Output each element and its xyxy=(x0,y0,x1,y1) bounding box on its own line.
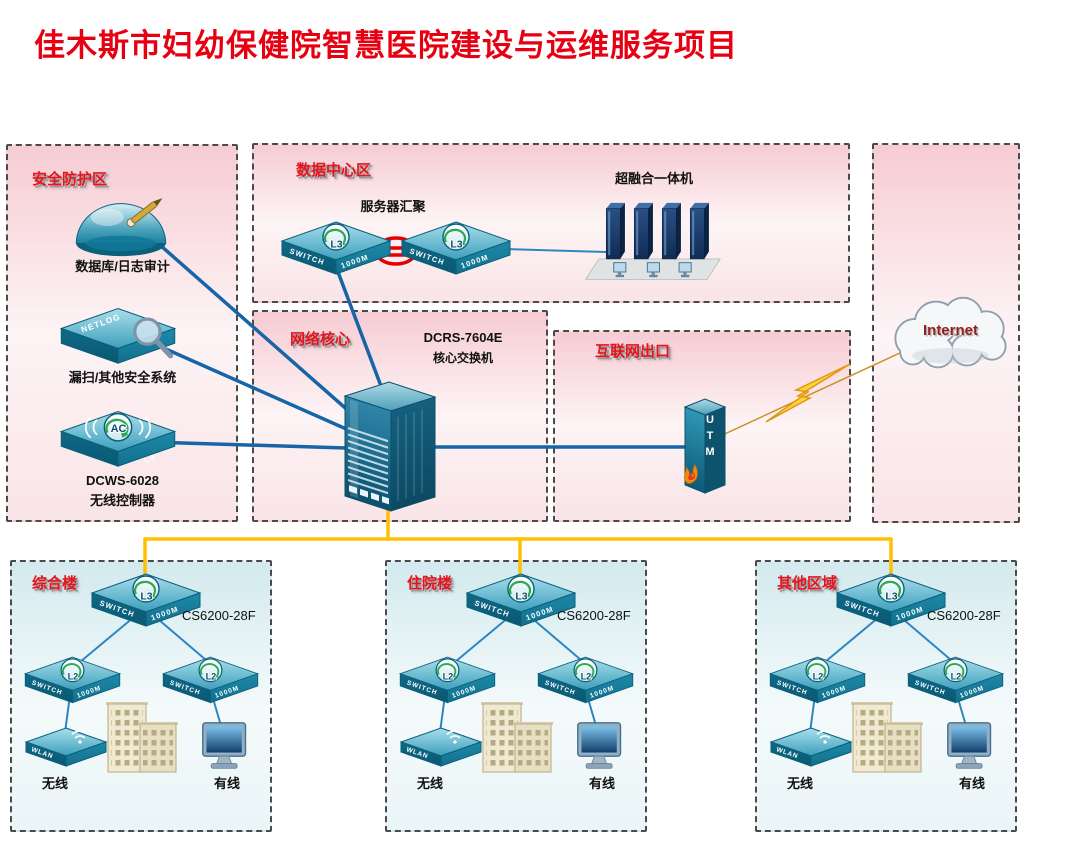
wlan-ap-icon: WLAN xyxy=(399,727,483,767)
building-access-links xyxy=(63,611,970,741)
core-switch-model: DCRS-7604E xyxy=(423,330,503,345)
switch-layer-label: L3 xyxy=(515,591,527,603)
wired-label: 有线 xyxy=(588,776,615,791)
switch-layer-label: L3 xyxy=(450,239,462,251)
l3-switch-icon: SWITCH 1000M L3 xyxy=(836,573,946,627)
wired-label: 有线 xyxy=(213,776,240,791)
switch-layer-label: L2 xyxy=(581,671,592,681)
building-icon xyxy=(481,702,553,773)
switch-layer-label: L2 xyxy=(951,671,962,681)
ac-badge-label: AC xyxy=(111,423,127,435)
zone-security-title: 安全防护区 xyxy=(32,171,108,188)
switch-layer-label: L2 xyxy=(68,671,79,681)
building-block-3: 其他区域 SWITCH 1000M L3 CS6200-28F SWITCH 1… xyxy=(755,560,1017,832)
wireless-label: 无线 xyxy=(416,776,443,791)
building-block-1: 综合楼 SWITCH 1000M L3 CS6200-28F SWITCH 10… xyxy=(10,560,272,832)
internet-cloud-icon xyxy=(894,296,1007,369)
pen-icon xyxy=(126,198,163,228)
flame-icon xyxy=(684,464,698,484)
l3-switch-icon: SWITCH 1000M L3 xyxy=(466,573,576,627)
core-switch-name: 核心交换机 xyxy=(432,351,493,365)
access-switch-model: CS6200-28F xyxy=(557,608,631,623)
l2-switch-icon: SWITCH 1000M L2 xyxy=(24,656,121,704)
internet-link-line xyxy=(715,351,903,439)
zone-datacenter: 数据中心区 xyxy=(252,143,850,303)
wlan-ap-icon: WLAN xyxy=(24,727,108,767)
hyperconverged-label: 超融合一体机 xyxy=(614,171,693,186)
switch-layer-label: L3 xyxy=(140,591,152,603)
wireless-controller-icon: AC L3 xyxy=(60,411,176,467)
zone-internet-exit-title: 互联网出口 xyxy=(595,343,671,360)
switch-layer-label: L2 xyxy=(443,671,454,681)
wireless-label: 无线 xyxy=(786,776,813,791)
audit-label: 数据库/日志审计 xyxy=(75,259,170,274)
magnifier-icon xyxy=(133,317,162,346)
access-switch-model: CS6200-28F xyxy=(182,608,256,623)
l2-switch-icon: SWITCH 1000M L2 xyxy=(162,656,259,704)
audit-dome-icon xyxy=(75,198,167,257)
switch-layer-label: L3 xyxy=(330,239,342,251)
wired-pc-icon xyxy=(577,722,622,769)
access-switch-model: CS6200-28F xyxy=(927,608,1001,623)
switch-layer-label: L3 xyxy=(885,591,897,603)
switch-layer-label: L2 xyxy=(813,671,824,681)
l2-switch-icon: SWITCH 1000M L2 xyxy=(907,656,1004,704)
l2-switch-icon: SWITCH 1000M L2 xyxy=(537,656,634,704)
l2-switch-icon: SWITCH 1000M L2 xyxy=(399,656,496,704)
l2-switch-icon: SWITCH 1000M L2 xyxy=(769,656,866,704)
core-switch-icon xyxy=(343,381,437,512)
internet-label: Internet xyxy=(922,322,978,339)
ac-layer-label: L3 xyxy=(143,453,157,465)
zone-core-title: 网络核心 xyxy=(290,331,351,348)
ac-model-label: DCWS-6028 xyxy=(86,473,159,488)
zone-datacenter-title: 数据中心区 xyxy=(296,162,372,179)
l3-switch-icon: SWITCH 1000M L3 xyxy=(91,573,201,627)
netlog-scanner-icon: NETLOG xyxy=(60,308,176,364)
server-agg-label: 服务器汇聚 xyxy=(360,199,426,214)
wlan-ap-icon: WLAN xyxy=(769,727,853,767)
wired-pc-icon xyxy=(947,722,992,769)
building-2-title: 住院楼 xyxy=(407,575,453,592)
wired-label: 有线 xyxy=(958,776,985,791)
wireless-label: 无线 xyxy=(41,776,68,791)
building-1-title: 综合楼 xyxy=(32,575,78,592)
utm-label: UTM xyxy=(704,414,716,462)
lightning-bolt-icon xyxy=(765,363,851,423)
building-block-2: 住院楼 SWITCH 1000M L3 CS6200-28F SWITCH 10… xyxy=(385,560,647,832)
building-3-title: 其他区域 xyxy=(777,575,838,592)
page-title: 佳木斯市妇幼保健院智慧医院建设与运维服务项目 xyxy=(34,28,738,63)
building-icon xyxy=(851,702,923,773)
utm-firewall-icon xyxy=(683,398,727,494)
dc-l3-switch-icon: SWITCH 1000M L3 xyxy=(401,221,511,275)
netlog-label: 漏扫/其他安全系统 xyxy=(68,370,177,385)
building-icon xyxy=(106,702,178,773)
dc-l3-switch-icon: SWITCH 1000M L3 xyxy=(281,221,391,275)
wired-pc-icon xyxy=(202,722,247,769)
blue-uplinks xyxy=(148,236,694,450)
server-cluster-icon xyxy=(584,202,721,280)
switch-layer-label: L2 xyxy=(206,671,217,681)
ac-name-label: 无线控制器 xyxy=(89,493,155,508)
